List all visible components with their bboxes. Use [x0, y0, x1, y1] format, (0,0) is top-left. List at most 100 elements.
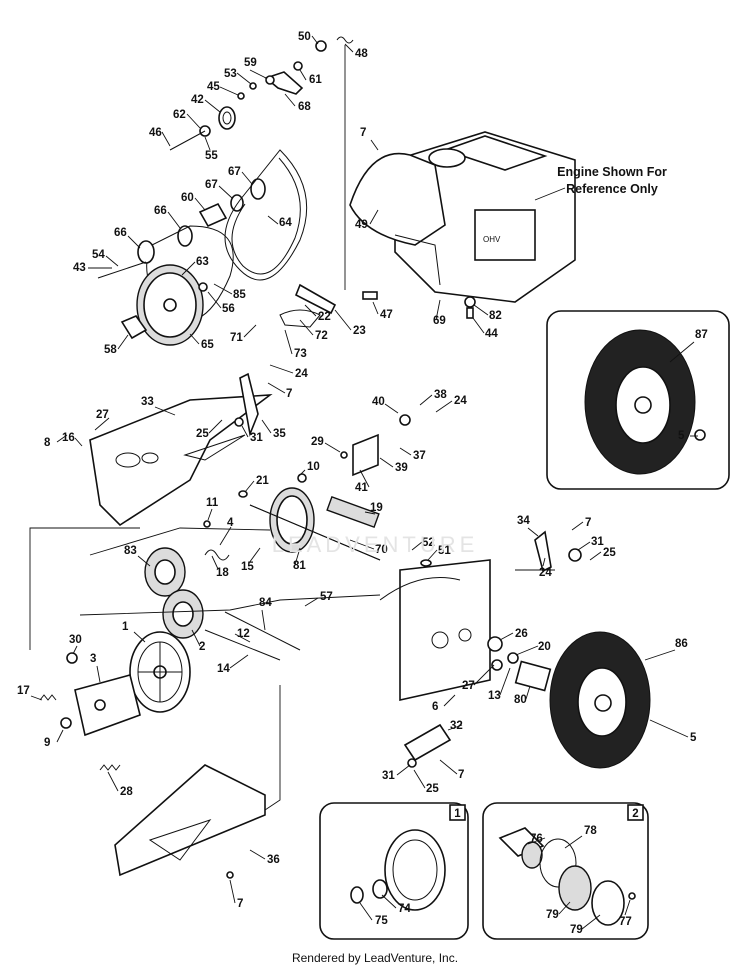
callout-label: 39: [395, 462, 408, 474]
callout-label: 24: [539, 567, 552, 579]
inset-2-label: 79: [570, 924, 583, 936]
callout-label: 7: [458, 769, 464, 781]
callout-label: 50: [298, 31, 311, 43]
callout-label: 51: [438, 545, 451, 557]
callout-label: 25: [603, 547, 616, 559]
callout-label: 85: [233, 289, 246, 301]
callout-label: 10: [307, 461, 320, 473]
callout-label: 5: [690, 732, 697, 744]
inset-2-label: 78: [584, 825, 597, 837]
inset-wheel-label: 87: [695, 329, 708, 341]
callout-label: 48: [355, 48, 368, 60]
callout-label: 25: [426, 783, 439, 795]
callout-label: 14: [217, 663, 230, 675]
callout-label: 81: [293, 560, 306, 572]
callout-label: 41: [355, 482, 368, 494]
callout-label: 55: [205, 150, 218, 162]
callout-label: 82: [489, 310, 502, 322]
inset-wheel-label: 5: [678, 430, 685, 442]
callout-label: 22: [318, 311, 331, 323]
callout-label: 18: [216, 567, 229, 579]
callout-label: 27: [462, 680, 475, 692]
bottom-cover: [114, 764, 266, 879]
callout-label: 43: [73, 262, 86, 274]
inset-2-label: 79: [546, 909, 559, 921]
callout-label: 38: [434, 389, 447, 401]
inset-2-number: 2: [632, 808, 638, 820]
callout-label: 31: [591, 536, 604, 548]
inset-2: 2: [482, 802, 649, 940]
boundary-lines: [29, 45, 555, 811]
credit-footer: Rendered by LeadVenture, Inc.: [291, 951, 459, 965]
inset-1-number: 1: [454, 808, 461, 820]
leader-lines: [30, 35, 698, 930]
pulley-stack: [97, 36, 354, 346]
callout-label: 59: [244, 57, 257, 69]
frame-right: [379, 530, 582, 768]
callout-label: 65: [201, 339, 214, 351]
callout-label: 26: [515, 628, 528, 640]
inset-1: 1: [319, 802, 469, 940]
callout-label: 53: [224, 68, 237, 80]
callout-label: 64: [279, 217, 292, 229]
callout-label: 42: [191, 94, 204, 106]
friction-wheel: [129, 631, 191, 713]
callout-label: 7: [585, 517, 591, 529]
callout-label: 63: [196, 256, 209, 268]
callout-label: 66: [114, 227, 127, 239]
callout-label: 24: [295, 368, 308, 380]
callout-label: 49: [355, 219, 368, 231]
callout-label: 15: [241, 561, 254, 573]
callout-label: 57: [320, 591, 333, 603]
callout-label: 73: [294, 348, 307, 360]
frame-left: [89, 372, 273, 527]
callout-label: 27: [96, 409, 109, 421]
callout-label: 3: [90, 653, 96, 665]
callout-label: 28: [120, 786, 133, 798]
callout-label: 37: [413, 450, 426, 462]
callout-label: 31: [250, 432, 263, 444]
callout-labels: 50 48 59 61 53 45 68 42 62 46 55 7 67 67…: [17, 31, 708, 936]
inset-1-label: 74: [398, 903, 411, 915]
callout-label: 7: [286, 388, 292, 400]
callout-label: 34: [517, 515, 530, 527]
callout-label: 69: [433, 315, 446, 327]
callout-label: 56: [222, 303, 235, 315]
watermark: LEADVENTURE: [272, 532, 479, 557]
callout-label: 83: [124, 545, 137, 557]
callout-label: 84: [259, 597, 272, 609]
callout-label: 25: [196, 428, 209, 440]
callout-label: 36: [267, 854, 280, 866]
engine-note-line-1: Engine Shown For: [557, 165, 667, 179]
callout-label: 67: [228, 166, 241, 178]
bracket-assembly: [39, 652, 141, 771]
callout-label: 19: [370, 502, 383, 514]
callout-label: 60: [181, 192, 194, 204]
callout-label: 2: [199, 641, 205, 653]
callout-label: 35: [273, 428, 286, 440]
callout-label: 31: [382, 770, 395, 782]
gear-shaft: [203, 414, 432, 567]
callout-label: 66: [154, 205, 167, 217]
drive-discs: [144, 547, 301, 661]
drive-wheel: [549, 631, 651, 769]
callout-label: 13: [488, 690, 501, 702]
callout-label: 72: [315, 330, 328, 342]
callout-label: 61: [309, 74, 322, 86]
callout-label: 32: [450, 720, 463, 732]
callout-label: 67: [205, 179, 218, 191]
callout-label: 29: [311, 436, 324, 448]
callout-label: 7: [237, 898, 243, 910]
engine-note: Engine Shown For Reference Only: [534, 165, 667, 201]
inset-2-label: 77: [619, 916, 632, 928]
callout-label: 8: [44, 437, 51, 449]
engine-note-line-2: Reference Only: [566, 182, 658, 196]
callout-label: 21: [256, 475, 269, 487]
callout-label: 7: [360, 127, 366, 139]
callout-label: 24: [454, 395, 467, 407]
callout-label: 68: [298, 101, 311, 113]
callout-label: 40: [372, 396, 385, 408]
callout-label: 1: [122, 621, 129, 633]
callout-label: 54: [92, 249, 105, 261]
svg-text:OHV: OHV: [483, 235, 501, 244]
